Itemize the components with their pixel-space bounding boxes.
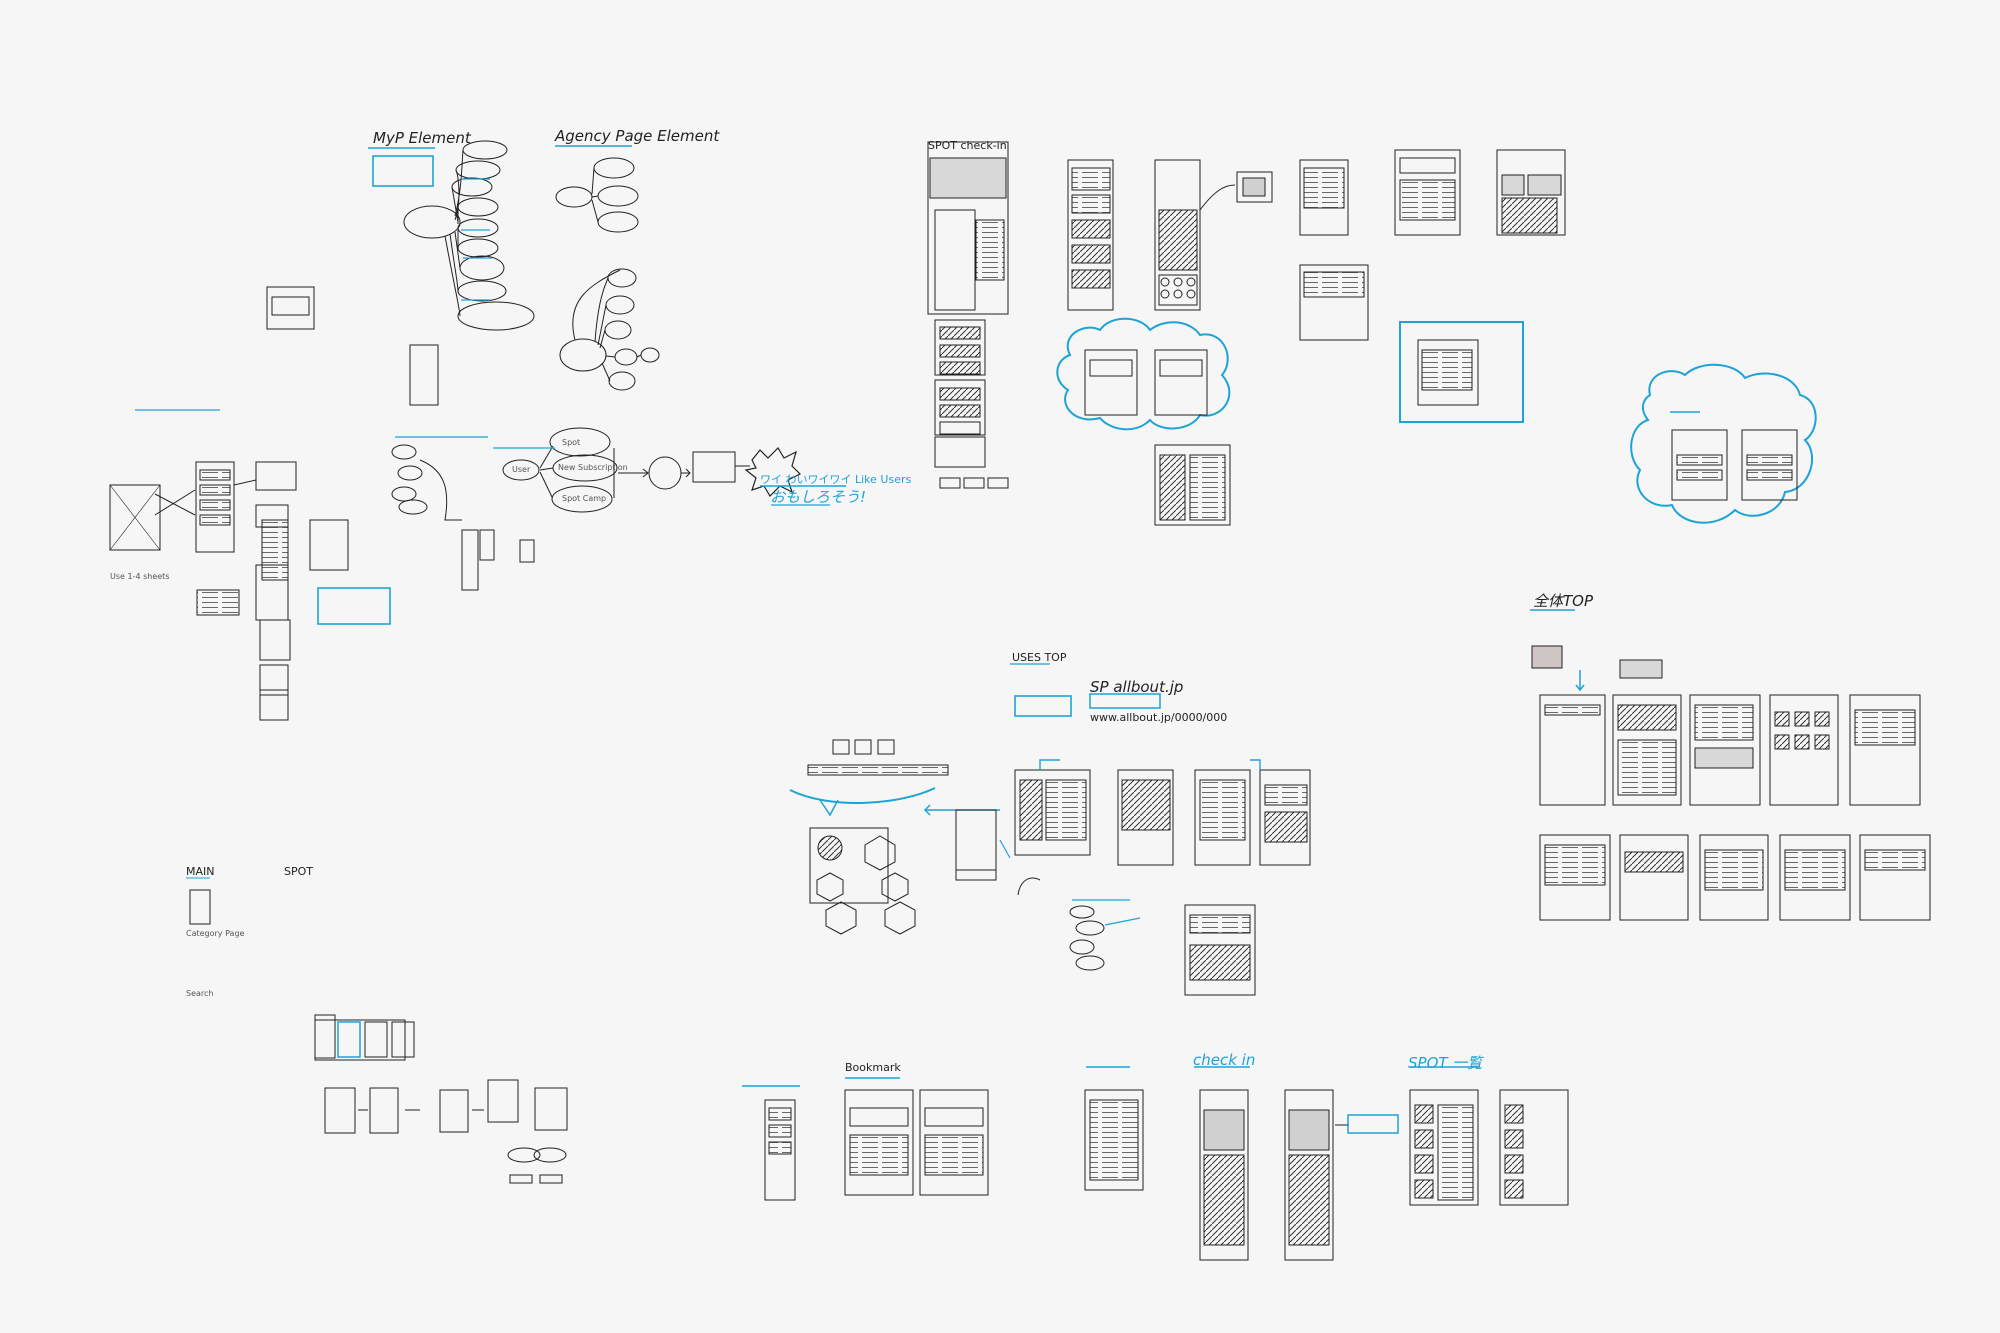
analysis-sketch — [789, 739, 1000, 935]
spot-label: SPOT — [284, 865, 313, 878]
agency-page-title: Agency Page Element — [555, 127, 720, 145]
highlight-cloud-left — [1056, 317, 1231, 431]
main-label: MAIN — [186, 865, 215, 878]
spot-node: Spot — [562, 438, 581, 447]
spot-list-wires — [1409, 1066, 1569, 1206]
myp-element-mindmap — [368, 140, 535, 331]
bookmark-wires — [742, 1077, 989, 1201]
category-page-label: Category Page — [186, 929, 245, 938]
search-label: Search — [186, 989, 214, 998]
uses-top-wires — [955, 663, 1311, 996]
checkin-flow-wires — [1084, 1066, 1399, 1261]
sp-allbout-label: SP allbout.jp — [1090, 678, 1184, 696]
omoshirosou-text: おもしろそう! — [770, 488, 867, 506]
user-node: User — [512, 465, 531, 474]
spot-list-label: SPOT 一覧 — [1408, 1054, 1483, 1072]
blue-box-panel — [1399, 321, 1524, 423]
user-spot-flow — [493, 427, 846, 513]
bookmark-label: Bookmark — [845, 1061, 901, 1074]
spot-checkin-label: SPOT check-in — [928, 139, 1007, 152]
all-top-wires — [1530, 609, 1931, 921]
new-subscription-node: New Subscription — [558, 463, 628, 472]
agency-cluster — [559, 268, 660, 391]
www-allbout-label: www.allbout.jp/0000/000 — [1090, 711, 1228, 724]
myp-element-title: MyP Element — [373, 129, 471, 147]
uses-top-label: USES TOP — [1012, 651, 1067, 664]
left-wireframes — [109, 286, 535, 721]
highlight-cloud-right — [1630, 363, 1817, 524]
cloud-contents — [1084, 349, 1798, 501]
user-badges — [391, 436, 488, 521]
spot-camp-node: Spot Camp — [562, 494, 607, 503]
checkin-detail-wires — [1067, 149, 1566, 341]
all-top-label: 全体TOP — [1533, 592, 1594, 610]
use-sheets-note: Use 1-4 sheets — [110, 572, 170, 581]
bottom-left-flow — [189, 889, 568, 1184]
spot-checkin-wires — [927, 141, 1009, 489]
agency-page-mindmap — [555, 145, 639, 233]
checkin-title: check in — [1193, 1051, 1256, 1069]
wish-text: ワイ わいワイワイ Like Users — [760, 473, 912, 486]
mid-list-wires — [1154, 444, 1231, 526]
